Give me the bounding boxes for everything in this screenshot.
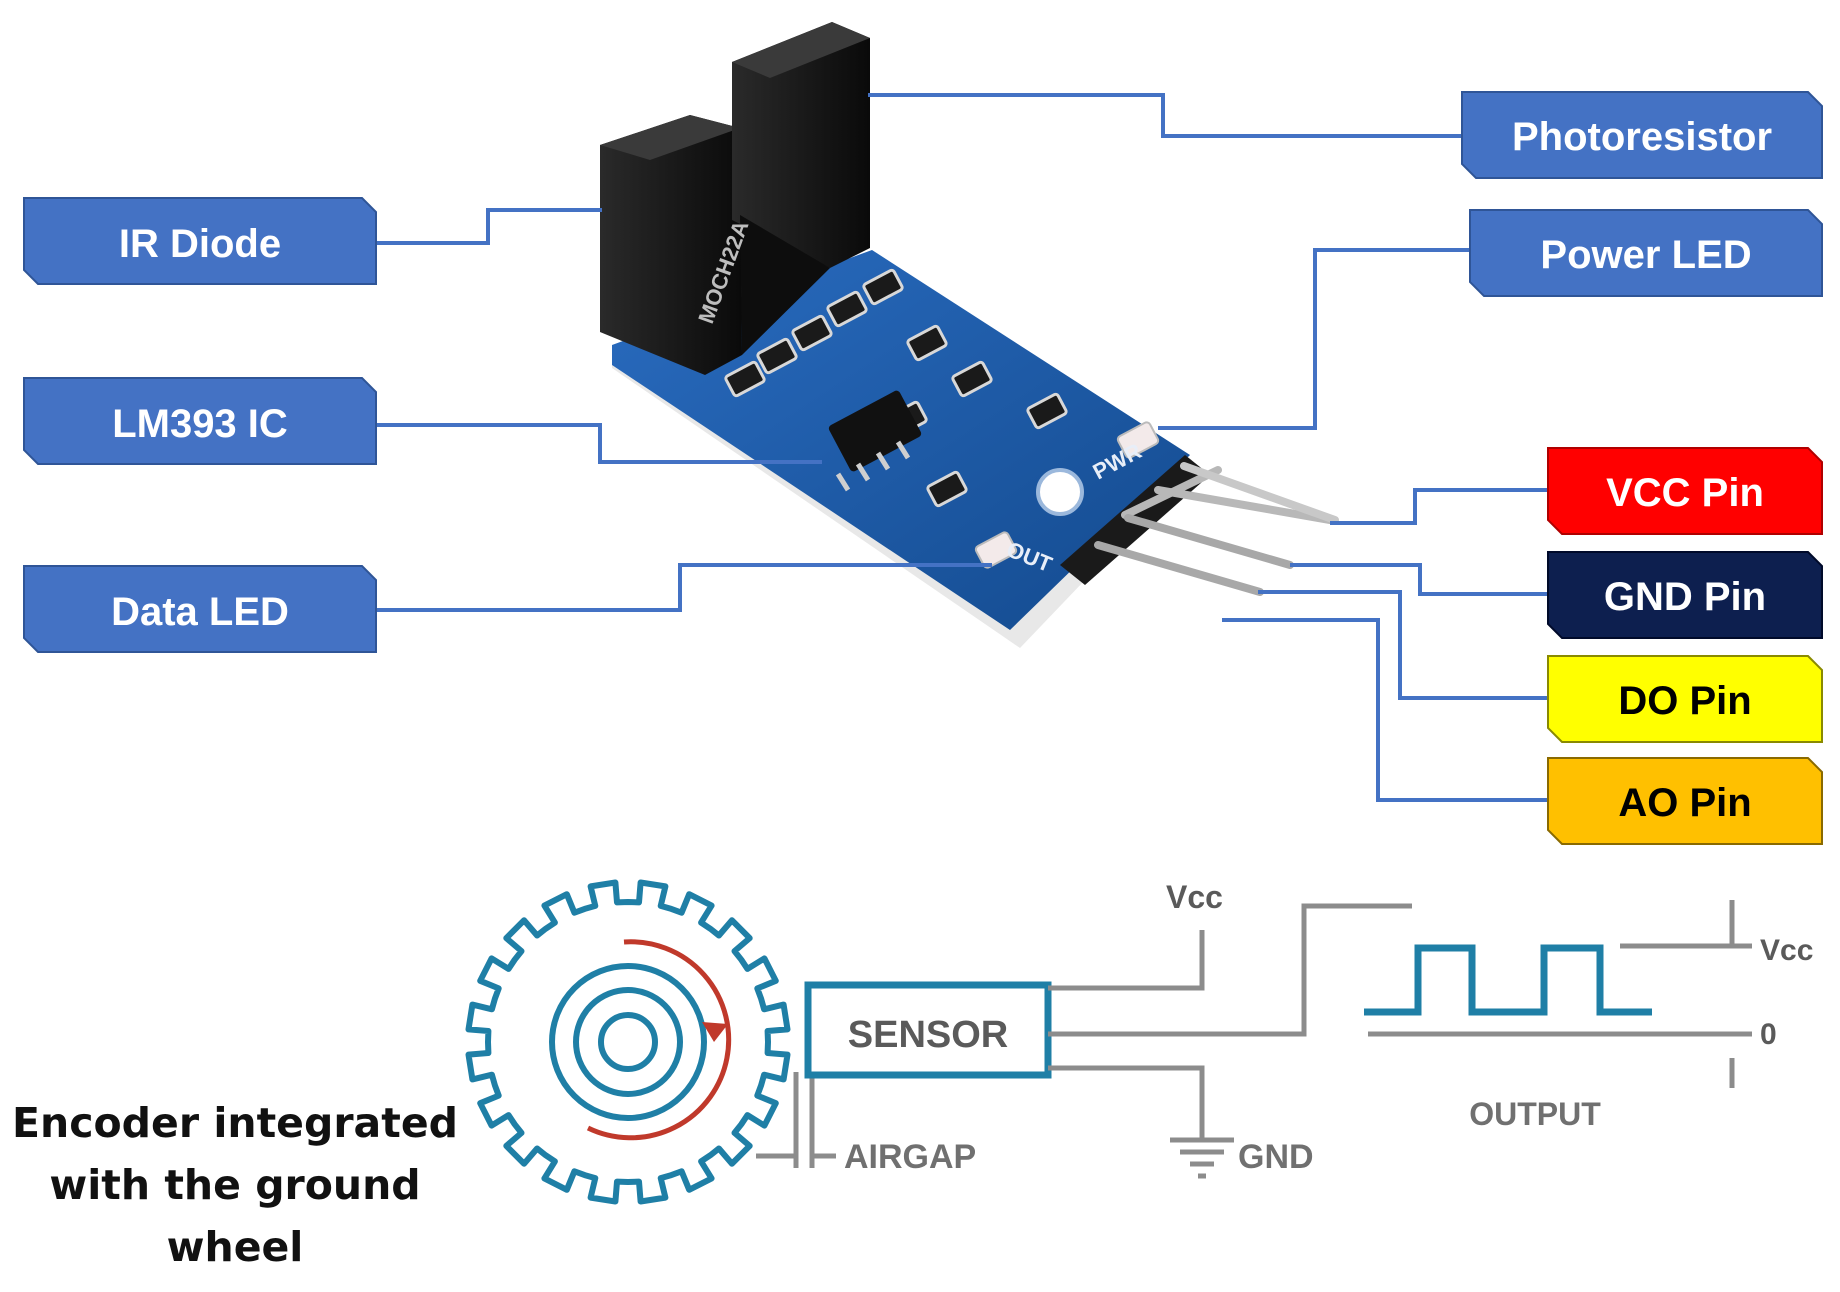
leader-vcc: [1330, 488, 1548, 525]
svg-text:GND Pin: GND Pin: [1604, 575, 1766, 619]
encoder-caption: Encoder integrated with the ground wheel: [10, 1092, 460, 1278]
leader-power-led: [1158, 248, 1470, 430]
label-lm393-ic: LM393 IC: [23, 377, 377, 465]
svg-text:DO Pin: DO Pin: [1618, 679, 1751, 723]
square-wave-icon: [1364, 944, 1652, 1016]
svg-text:Power LED: Power LED: [1540, 233, 1751, 277]
sensor-box: [804, 981, 1052, 1079]
label-vcc-pin: VCC Pin: [1547, 447, 1823, 535]
leader-ir-diode: [376, 208, 602, 245]
leader-do: [1258, 590, 1548, 700]
svg-text:Photoresistor: Photoresistor: [1512, 115, 1772, 159]
output-graph: [1364, 900, 1752, 1088]
zero-label: 0: [1760, 1018, 1777, 1051]
gear-icon: [465, 879, 791, 1205]
leader-data-led: [376, 563, 992, 612]
vcc-right-label: Vcc: [1760, 934, 1813, 967]
output-label: OUTPUT: [1469, 1096, 1601, 1132]
caption-line-2: with the ground: [49, 1161, 421, 1209]
label-ao-pin: AO Pin: [1547, 757, 1823, 845]
lm393-chip: [828, 390, 922, 492]
optical-slot-sensor: MOCH22A: [600, 22, 870, 375]
label-power-led: Power LED: [1469, 209, 1823, 297]
svg-text:LM393 IC: LM393 IC: [112, 402, 288, 446]
label-data-led: Data LED: [23, 565, 377, 653]
svg-text:VCC Pin: VCC Pin: [1606, 471, 1764, 515]
vcc-top-label: Vcc: [1166, 879, 1223, 915]
svg-text:Data LED: Data LED: [111, 590, 289, 634]
encoder-schematic: AIRGAP SENSOR Vcc GND Vcc 0 OUTPU: [465, 879, 1813, 1205]
leader-photoresistor: [868, 93, 1462, 138]
leader-lines: [376, 93, 1548, 802]
leader-ao: [1222, 618, 1548, 802]
airgap-marker: [756, 1072, 836, 1168]
ground-symbol-icon: [1170, 1137, 1234, 1179]
rotation-arrow-icon: [586, 939, 732, 1141]
power-led: [1116, 421, 1160, 459]
gnd-label: GND: [1238, 1138, 1314, 1176]
leader-lm393: [376, 423, 822, 464]
mounting-hole: [1036, 468, 1084, 516]
data-led: [974, 531, 1018, 569]
label-ir-diode: IR Diode: [23, 197, 377, 285]
leader-gnd: [1290, 563, 1548, 596]
label-photoresistor: Photoresistor: [1461, 91, 1823, 179]
svg-text:IR Diode: IR Diode: [119, 222, 281, 266]
encoder-rings: [549, 963, 707, 1121]
airgap-label: AIRGAP: [844, 1138, 976, 1176]
label-do-pin: DO Pin: [1547, 655, 1823, 743]
caption-line-3: wheel: [166, 1223, 304, 1271]
schematic-wiring: [1048, 903, 1412, 1140]
caption-line-1: Encoder integrated: [12, 1099, 458, 1147]
smd-components: [724, 268, 1068, 508]
sensor-label: SENSOR: [848, 1014, 1008, 1056]
label-gnd-pin: GND Pin: [1547, 551, 1823, 639]
pin-header: [1060, 455, 1339, 596]
callout-labels: Photoresistor IR Diode Power LED LM393 I…: [23, 91, 1823, 845]
sensor-module-illustration: PWR OUT MOCH22A: [600, 22, 1339, 648]
svg-text:AO Pin: AO Pin: [1618, 781, 1751, 825]
